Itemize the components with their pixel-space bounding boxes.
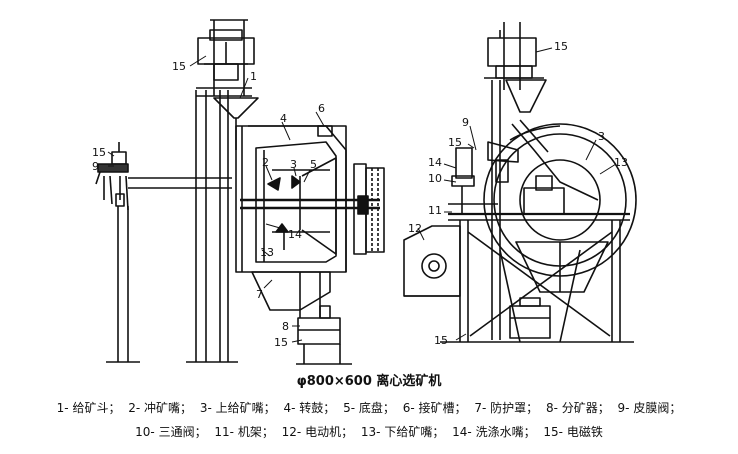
callout-front-8: 8 [282,320,289,333]
side-frame [484,22,547,340]
legend-item: 2- 冲矿嘴； [128,401,193,415]
callout-side-9: 9 [462,116,469,129]
callout-side-14: 14 [428,156,442,169]
callout-front-6: 6 [318,102,325,115]
callout-side-11: 11 [428,204,442,217]
legend-item: 12- 电动机； [281,425,354,439]
legend-item: 8- 分矿器； [545,401,610,415]
callout-left-9: 9 [92,160,99,173]
side-valves [448,141,519,214]
callout-front-1: 1 [250,70,257,83]
callout-side-15c: 15 [434,334,448,347]
legend-item: 7- 防护罩； [474,401,539,415]
front-lower-parts [251,271,352,365]
legend-item: 13- 下给矿嘴； [360,425,445,439]
legend-item: 9- 皮膜阀； [617,401,682,415]
front-drum-housing [235,125,380,273]
callout-front-15: 15 [172,60,186,73]
callout-front-7: 7 [256,288,263,301]
left-valve-stand [95,142,232,363]
legend-item: 11- 机架； [214,425,274,439]
leader-lines [107,47,617,343]
callout-side-12: 12 [408,222,422,235]
legend-item: 15- 电磁铁 [543,425,603,439]
callout-side-13: 13 [614,156,628,169]
side-motor [403,225,461,297]
legend-item: 10- 三通阀； [135,425,207,439]
front-drive-pulley [353,163,385,255]
front-electromagnet [197,29,255,81]
centrifugal-separator-diagram: 15 1 6 4 2 3 5 14 13 7 8 15 15 9 15 9 3 … [92,19,637,365]
callout-front-5: 5 [310,158,317,171]
callout-left-15: 15 [92,146,106,159]
callout-front-15b: 15 [274,336,288,349]
callout-front-4: 4 [280,112,287,125]
callout-front-3: 3 [290,158,297,171]
legend-item: 5- 底盘； [343,401,395,415]
callout-side-3: 3 [598,130,605,143]
left-valve-callouts: 15 9 [92,146,106,173]
figure-caption: φ800×600 离心选矿机 [296,374,442,389]
callout-side-10: 10 [428,172,442,185]
front-callouts: 15 1 6 4 2 3 5 14 13 7 8 15 [172,60,325,349]
legend-row-2: 10- 三通阀； 11- 机架； 12- 电动机； 13- 下给矿嘴； 14- … [0,424,738,440]
callout-front-13: 13 [260,246,274,259]
legend-row-1: 1- 给矿斗； 2- 冲矿嘴； 3- 上给矿嘴； 4- 转鼓； 5- 底盘； 6… [0,400,738,416]
side-lower-magnet [509,297,551,339]
legend-item: 1- 给矿斗； [56,401,121,415]
legend-item: 14- 洗涤水嘴； [452,425,536,439]
callout-side-15: 15 [554,40,568,53]
callout-side-15b: 15 [448,136,462,149]
legend-item: 4- 转鼓； [283,401,336,415]
front-frame [186,19,252,363]
callout-front-14: 14 [288,228,302,241]
callout-front-2: 2 [262,156,269,169]
side-base-frame [440,212,634,343]
legend-item: 6- 接矿槽； [402,401,467,415]
side-callouts: 15 9 3 13 15 14 10 11 12 15 [408,40,628,347]
legend-item: 3- 上给矿嘴； [199,401,276,415]
